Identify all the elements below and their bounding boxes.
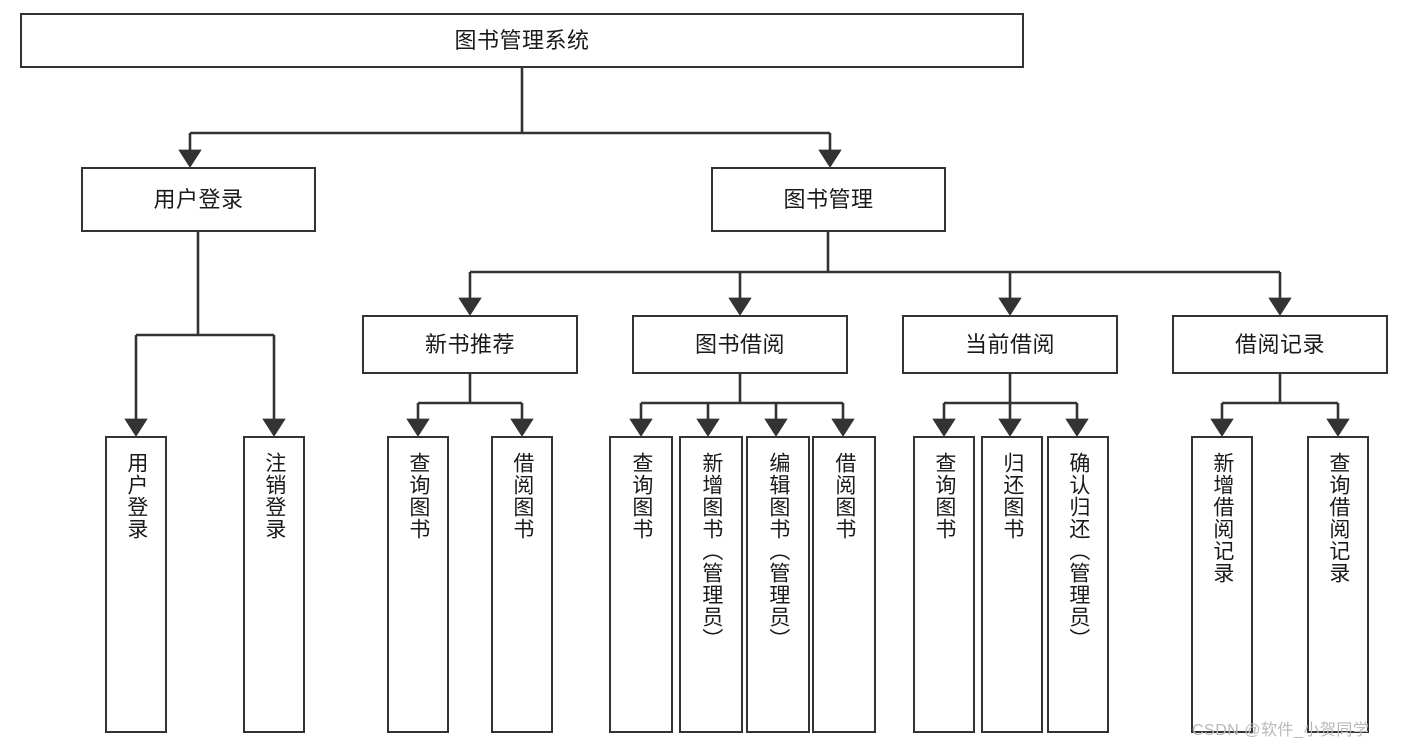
node-leaf-user-login-login[interactable]: 用户登录 — [105, 436, 167, 733]
node-leaf-book-borrow-query-label: 查询图书 — [629, 452, 653, 540]
node-leaf-current-borrow-return-label: 归还图书 — [1000, 452, 1024, 540]
node-leaf-book-borrow-query[interactable]: 查询图书 — [609, 436, 673, 733]
node-leaf-user-login-login-label: 用户登录 — [124, 452, 148, 540]
node-leaf-new-book-query-label: 查询图书 — [406, 452, 430, 540]
node-book-borrow[interactable]: 图书借阅 — [632, 315, 848, 374]
node-leaf-book-borrow-add[interactable]: 新增图书（管理员） — [679, 436, 743, 733]
node-root-system-label: 图书管理系统 — [454, 27, 590, 53]
node-current-borrow[interactable]: 当前借阅 — [902, 315, 1118, 374]
node-leaf-current-borrow-query[interactable]: 查询图书 — [913, 436, 975, 733]
node-leaf-new-book-borrow[interactable]: 借阅图书 — [491, 436, 553, 733]
node-leaf-borrow-record-query-label: 查询借阅记录 — [1326, 452, 1350, 584]
node-leaf-borrow-record-add-label: 新增借阅记录 — [1210, 452, 1234, 584]
node-leaf-borrow-record-add[interactable]: 新增借阅记录 — [1191, 436, 1253, 733]
node-leaf-book-borrow-edit-label: 编辑图书（管理员） — [766, 452, 790, 650]
node-leaf-book-borrow-add-label: 新增图书（管理员） — [699, 452, 723, 650]
node-leaf-current-borrow-query-label: 查询图书 — [932, 452, 956, 540]
node-leaf-current-borrow-confirm[interactable]: 确认归还（管理员） — [1047, 436, 1109, 733]
node-leaf-borrow-record-query[interactable]: 查询借阅记录 — [1307, 436, 1369, 733]
node-new-book-recommend[interactable]: 新书推荐 — [362, 315, 578, 374]
node-new-book-recommend-label: 新书推荐 — [424, 331, 515, 357]
node-root-system[interactable]: 图书管理系统 — [20, 13, 1024, 68]
node-leaf-current-borrow-return[interactable]: 归还图书 — [981, 436, 1043, 733]
node-book-management-label: 图书管理 — [783, 186, 874, 212]
node-book-borrow-label: 图书借阅 — [694, 331, 785, 357]
node-current-borrow-label: 当前借阅 — [964, 331, 1055, 357]
node-book-management[interactable]: 图书管理 — [711, 167, 946, 232]
node-leaf-book-borrow-borrow-label: 借阅图书 — [832, 452, 856, 540]
node-leaf-current-borrow-confirm-label: 确认归还（管理员） — [1066, 452, 1090, 650]
node-user-login-label: 用户登录 — [153, 186, 244, 212]
node-leaf-new-book-query[interactable]: 查询图书 — [387, 436, 449, 733]
node-borrow-record-label: 借阅记录 — [1234, 331, 1325, 357]
node-leaf-user-login-logout[interactable]: 注销登录 — [243, 436, 305, 733]
node-leaf-book-borrow-borrow[interactable]: 借阅图书 — [812, 436, 876, 733]
node-borrow-record[interactable]: 借阅记录 — [1172, 315, 1388, 374]
node-leaf-new-book-borrow-label: 借阅图书 — [510, 452, 534, 540]
node-leaf-book-borrow-edit[interactable]: 编辑图书（管理员） — [746, 436, 810, 733]
node-leaf-user-login-logout-label: 注销登录 — [262, 452, 286, 540]
node-user-login[interactable]: 用户登录 — [81, 167, 316, 232]
